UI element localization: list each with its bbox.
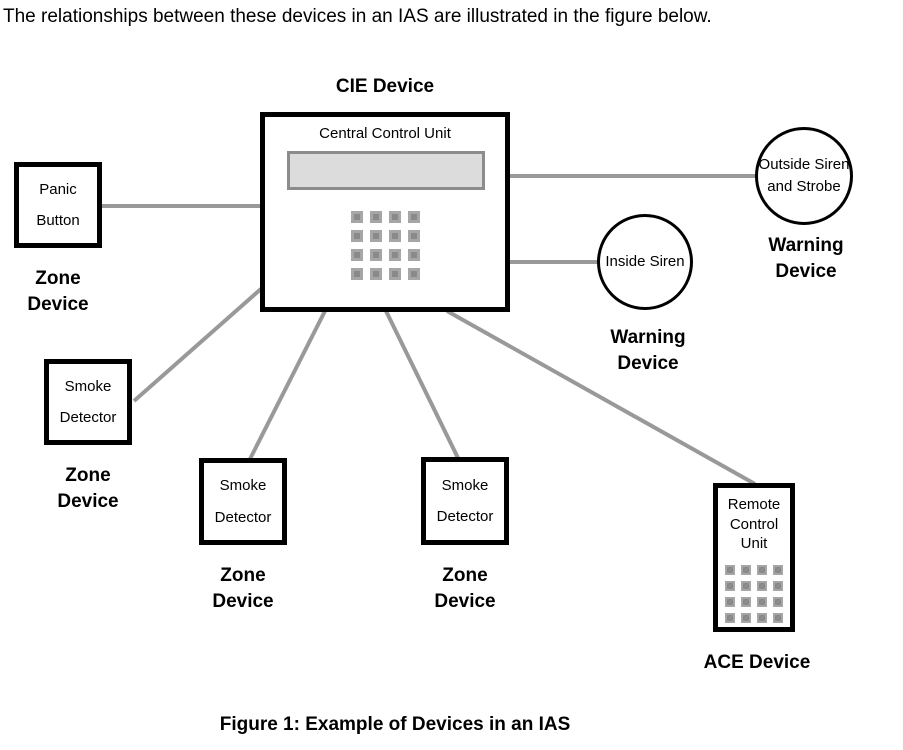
outside-siren-circle: Outside Siren and Strobe <box>755 127 853 225</box>
intro-text: The relationships between these devices … <box>3 6 712 27</box>
smoke-detector-2-label: Smoke Detector <box>214 477 272 526</box>
inside-siren-role-label: Warning Device <box>610 327 686 375</box>
remote-control-unit-role-label: ACE Device <box>703 652 811 673</box>
figure-caption: Figure 1: Example of Devices in an IAS <box>219 714 571 735</box>
lcd-display <box>287 151 485 190</box>
inside-siren-circle: Inside Siren <box>597 214 693 310</box>
wire-ace <box>446 309 756 486</box>
smoke-detector-1-label: Smoke Detector <box>59 377 117 427</box>
panic-button-label: Panic Button <box>36 180 80 230</box>
smoke-detector-2-box: Smoke Detector <box>199 458 287 545</box>
wire-smoke-3 <box>384 310 460 459</box>
cie-device-box: Central Control Unit <box>260 112 510 312</box>
smoke-detector-1-role-label: Zone Device <box>57 465 119 513</box>
smoke-detector-3-box: Smoke Detector <box>421 457 509 545</box>
keypad-icon <box>351 211 420 280</box>
central-control-unit-label: Central Control Unit <box>319 125 451 142</box>
panic-button-box: Panic Button <box>14 162 102 248</box>
outside-siren-label: Outside Siren and Strobe <box>758 156 850 195</box>
inside-siren-label: Inside Siren <box>605 253 685 271</box>
smoke-detector-1-box: Smoke Detector <box>44 359 132 445</box>
remote-control-unit-label: Remote Control Unit <box>727 496 781 552</box>
wire-smoke-1 <box>132 286 264 403</box>
keypad-icon <box>725 565 783 623</box>
smoke-detector-2-role-label: Zone Device <box>212 565 274 613</box>
smoke-detector-3-role-label: Zone Device <box>434 565 496 613</box>
panic-button-role-label: Zone Device <box>27 268 89 316</box>
wire-smoke-2 <box>248 310 327 460</box>
smoke-detector-3-label: Smoke Detector <box>436 476 494 526</box>
cie-device-title: CIE Device <box>335 76 435 97</box>
remote-control-unit-box: Remote Control Unit <box>713 483 795 632</box>
outside-siren-role-label: Warning Device <box>768 235 844 283</box>
